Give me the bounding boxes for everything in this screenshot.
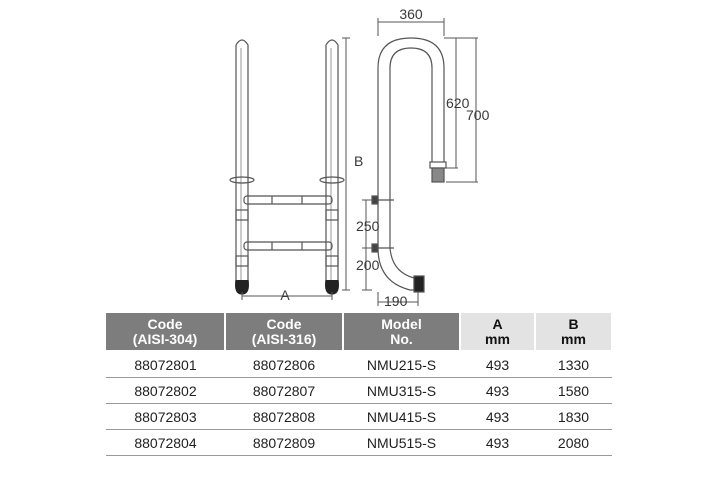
cell-code-316: 88072807 — [225, 377, 343, 404]
cell-code-304: 88072804 — [106, 429, 225, 456]
cell-model: NMU215-S — [343, 350, 460, 378]
ladder-front-view — [229, 39, 345, 295]
cell-code-316: 88072808 — [225, 403, 343, 430]
cell-a: 493 — [460, 403, 535, 430]
cell-a: 493 — [460, 350, 535, 378]
dim-label-b: B — [354, 153, 363, 169]
cell-b: 1580 — [535, 377, 612, 404]
table-row: 88072801 88072806 NMU215-S 493 1330 — [106, 350, 612, 378]
pool-ladder-drawing: A B 360 620 700 — [229, 6, 490, 309]
cell-a: 493 — [460, 429, 535, 456]
cell-a: 493 — [460, 377, 535, 404]
dim-label-700: 700 — [466, 107, 490, 123]
cell-b: 1830 — [535, 403, 612, 430]
ladder-side-view — [371, 37, 447, 293]
header-code-304: Code(AISI-304) — [106, 313, 226, 350]
cell-b: 2080 — [535, 429, 612, 456]
cell-code-316: 88072809 — [225, 429, 343, 456]
cell-code-304: 88072803 — [106, 403, 225, 430]
cell-code-304: 88072802 — [106, 377, 225, 404]
dimension-250-200 — [362, 199, 372, 291]
table-row: 88072802 88072807 NMU315-S 493 1580 — [106, 377, 612, 404]
dim-label-200: 200 — [356, 257, 380, 273]
dimension-b — [342, 37, 350, 291]
table-row: 88072803 88072808 NMU415-S 493 1830 — [106, 403, 612, 430]
dimension-a — [241, 292, 333, 300]
header-code-316: Code(AISI-316) — [225, 313, 344, 350]
dim-label-250: 250 — [356, 218, 380, 234]
dimension-360 — [377, 18, 445, 36]
dimension-620-700 — [444, 37, 478, 183]
cell-b: 1330 — [535, 350, 612, 378]
cell-model: NMU415-S — [343, 403, 460, 430]
dim-label-a: A — [280, 287, 290, 303]
dimension-190 — [377, 292, 419, 306]
dim-label-190: 190 — [384, 293, 408, 309]
cell-code-304: 88072801 — [106, 350, 225, 378]
table-row: 88072804 88072809 NMU515-S 493 2080 — [106, 429, 612, 456]
cell-code-316: 88072806 — [225, 350, 343, 378]
dim-label-360: 360 — [399, 6, 423, 22]
cell-model: NMU315-S — [343, 377, 460, 404]
cell-model: NMU515-S — [343, 429, 460, 456]
dim-label-620: 620 — [446, 95, 470, 111]
